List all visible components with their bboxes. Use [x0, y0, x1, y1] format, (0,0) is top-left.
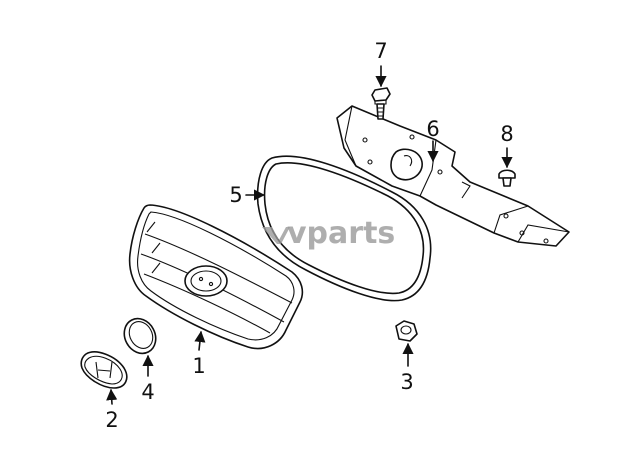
arrow-2 [106, 388, 118, 405]
callout-2: 2 [105, 408, 118, 432]
callout-1: 1 [192, 354, 205, 378]
callout-3: 3 [400, 370, 413, 394]
part-6-grille-support-bracket[interactable] [336, 105, 570, 247]
watermark-text: vparts [287, 216, 395, 251]
callout-6: 6 [426, 117, 439, 141]
callout-4: 4 [141, 380, 154, 404]
part-5-grille-seal[interactable] [256, 155, 432, 302]
callout-7: 7 [374, 39, 387, 63]
watermark-logo: vparts [262, 216, 395, 251]
leader-arrows [106, 65, 513, 405]
part-1-grille-assembly[interactable] [128, 204, 304, 350]
part-8-clip[interactable] [498, 169, 516, 187]
part-3-nut[interactable] [395, 320, 418, 342]
part-2-emblem[interactable] [80, 351, 128, 389]
watermark-mark-icon [262, 227, 290, 244]
callout-8: 8 [500, 122, 513, 146]
callout-5: 5 [229, 183, 242, 207]
part-4-emblem-base[interactable] [118, 313, 161, 359]
arrow-1 [194, 330, 206, 351]
part-7-bolt[interactable] [371, 87, 391, 120]
